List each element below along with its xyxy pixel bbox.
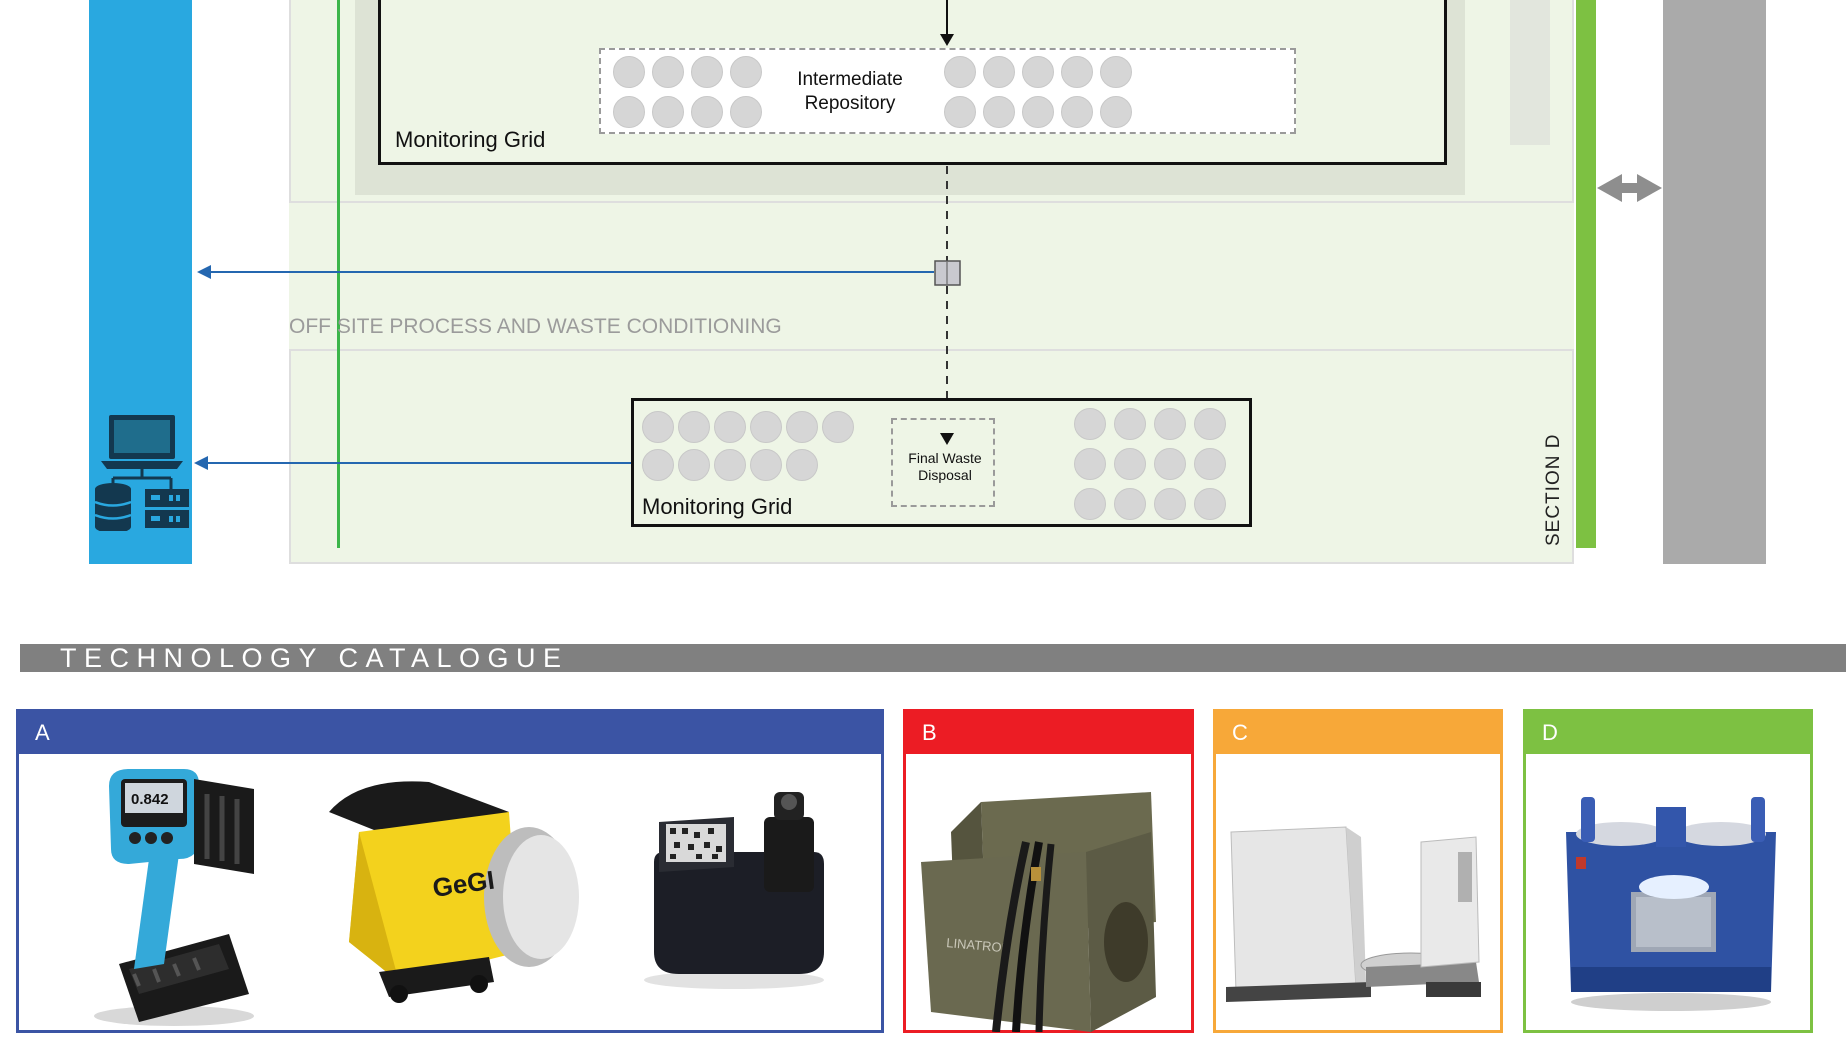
panel-c-letter: C [1232,720,1248,745]
site-boundary-line [337,0,340,548]
laptop-icon [101,415,183,469]
drum-icon [691,56,723,88]
drum-icon [691,96,723,128]
catalogue-title: TECHNOLOGY CATALOGUE [60,643,569,673]
drum-icon [1114,448,1146,480]
drum-icon [1114,488,1146,520]
top-grid-label: Monitoring Grid [395,127,546,152]
drum-icon [652,96,684,128]
offsite-zone-label: OFF SITE PROCESS AND WASTE CONDITIONING [289,315,782,338]
flow-arrows [194,0,1662,470]
waste-container-image [1566,797,1776,1011]
down-arrowhead-icon [940,34,954,46]
drum-icon [613,96,645,128]
drum-icon [1114,408,1146,440]
panel-b-header: B [906,712,1191,754]
disposal-label: Final Waste Disposal [908,450,982,483]
linatron-brand-text: LINATRON [946,935,1012,956]
drum-icon [983,96,1015,128]
drum-icon [1154,408,1186,440]
drum-icon [1022,96,1054,128]
drum-icon [1074,488,1106,520]
catalogue-panel-b: B LINATRON [903,709,1194,1033]
drum-icon [730,96,762,128]
left-arrowhead-icon [194,456,208,470]
panel-d-letter: D [1542,720,1558,745]
drum-icon [983,56,1015,88]
handheld-detector-image: 0.842 [94,769,254,1026]
drum-icon [613,56,645,88]
transfer-zone [289,203,1574,349]
intermediate-repository: Intermediate Repository [599,48,1296,134]
drum-icon [1074,448,1106,480]
drum-icon [1154,488,1186,520]
drum-icon [1194,448,1226,480]
catalogue-header-bar [20,644,1846,672]
linatron-accelerator-image: LINATRON [921,792,1156,1032]
panel-c-header: C [1216,712,1500,754]
final-waste-disposal: Final Waste Disposal [891,418,995,507]
detector-readout: 0.842 [131,791,169,808]
catalogue-panel-a: A 0.842 GeGI [16,709,884,1033]
drum-icon [730,56,762,88]
drum-icon [714,449,746,481]
portable-gamma-camera-image [644,792,824,989]
drum-icon [786,411,818,443]
drum-icon [1100,56,1132,88]
drum-icon [1061,56,1093,88]
drum-icon [1194,408,1226,440]
panel-a-header: A [19,712,881,754]
drum-icon [1154,448,1186,480]
section-d-bar [1576,0,1596,548]
panel-d-header: D [1526,712,1810,754]
repository-drums-left [613,56,773,128]
drum-icon [1061,96,1093,128]
drum-icon [652,56,684,88]
panel-a-letter: A [35,720,50,745]
drum-icon [678,411,710,443]
drum-icon [642,411,674,443]
storage-drums-left [642,411,854,481]
repository-drums-right [944,56,1144,128]
panel-b-letter: B [922,720,937,745]
drum-icon [786,449,818,481]
drum-icon [822,411,854,443]
transport-column [1663,0,1766,564]
section-d-label: SECTION D [1543,433,1564,546]
gegi-gamma-imager-image: GeGI [329,781,579,1003]
drum-icon [944,56,976,88]
double-arrow-icon [1597,174,1662,202]
bottom-grid-label: Monitoring Grid [642,494,793,519]
drum-icon [714,411,746,443]
storage-drums-right [1074,408,1226,520]
repository-label: Intermediate Repository [797,69,903,114]
down-arrowhead-icon [940,433,954,445]
server-icon [145,489,189,528]
drum-icon [1194,488,1226,520]
drum-icon [678,449,710,481]
drum-icon [642,449,674,481]
catalogue-panel-d: D [1523,709,1813,1033]
drum-icon [1100,96,1132,128]
catalogue-panel-c: C [1213,709,1503,1033]
drum-icon [750,411,782,443]
left-arrowhead-icon [197,265,211,279]
grid-shadow-right [1510,0,1550,145]
drum-scanner-image [1226,826,1481,1002]
it-systems-icons [95,415,189,531]
database-icon [95,483,132,531]
drum-icon [750,449,782,481]
drum-icon [1022,56,1054,88]
drum-icon [1074,408,1106,440]
drum-icon [944,96,976,128]
